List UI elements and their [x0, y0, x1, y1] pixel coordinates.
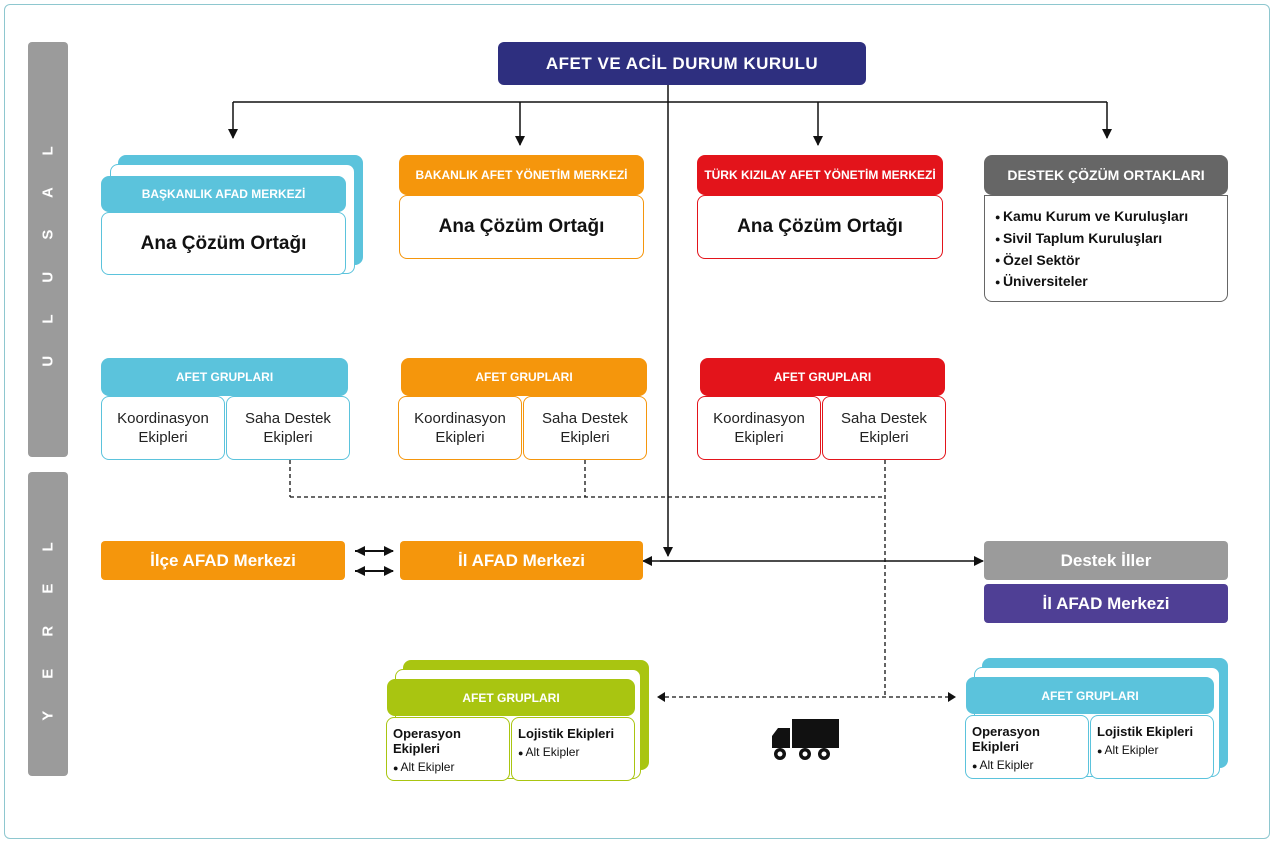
kizilay-body: Ana Çözüm Ortağı [697, 195, 943, 259]
baskanlik-header: BAŞKANLIK AFAD MERKEZİ [101, 176, 346, 212]
il-afad-destek-box: İl AFAD Merkezi [984, 584, 1228, 623]
saha-destek-cell-3: Saha Destek Ekipleri [822, 396, 946, 460]
koordinasyon-cell-3: Koordinasyon Ekipleri [697, 396, 821, 460]
afet-gruplari-header-2: AFET GRUPLARI [401, 358, 647, 396]
destek-ortaklari-body: Kamu Kurum ve Kuruluşları Sivil Taplum K… [984, 195, 1228, 302]
saha-destek-cell-1: Saha Destek Ekipleri [226, 396, 350, 460]
koordinasyon-cell-2: Koordinasyon Ekipleri [398, 396, 522, 460]
field-group-header-1: AFET GRUPLARI [387, 679, 635, 716]
destek-iller-box: Destek İller [984, 541, 1228, 580]
diagram-frame [4, 4, 1270, 839]
operasyon-cell-2: Operasyon Ekipleri Alt Ekipler [965, 715, 1089, 779]
side-label-yerel: Y E R E L [28, 472, 68, 776]
destek-item: Kamu Kurum ve Kuruluşları [995, 206, 1227, 228]
koordinasyon-cell-1: Koordinasyon Ekipleri [101, 396, 225, 460]
kizilay-header: TÜRK KIZILAY AFET YÖNETİM MERKEZİ [697, 155, 943, 195]
baskanlik-body: Ana Çözüm Ortağı [101, 212, 346, 275]
afet-gruplari-header-1: AFET GRUPLARI [101, 358, 348, 396]
afet-gruplari-header-3: AFET GRUPLARI [700, 358, 945, 396]
destek-item: Üniversiteler [995, 271, 1227, 293]
lojistik-cell-1: Lojistik Ekipleri Alt Ekipler [511, 717, 635, 781]
ilce-afad-box: İlçe AFAD Merkezi [101, 541, 345, 580]
side-label-ulusal: U L U S A L [28, 42, 68, 457]
truck-icon [772, 719, 839, 760]
il-afad-box: İl AFAD Merkezi [400, 541, 643, 580]
bakanlik-body: Ana Çözüm Ortağı [399, 195, 644, 259]
destek-ortaklari-header: DESTEK ÇÖZÜM ORTAKLARI [984, 155, 1228, 195]
destek-item: Sivil Taplum Kuruluşları [995, 228, 1227, 250]
operasyon-cell-1: Operasyon Ekipleri Alt Ekipler [386, 717, 510, 781]
field-group-header-2: AFET GRUPLARI [966, 677, 1214, 714]
bakanlik-header: BAKANLIK AFET YÖNETİM MERKEZİ [399, 155, 644, 195]
destek-item: Özel Sektör [995, 250, 1227, 272]
council-title-box: AFET VE ACİL DURUM KURULU [498, 42, 866, 85]
lojistik-cell-2: Lojistik Ekipleri Alt Ekipler [1090, 715, 1214, 779]
saha-destek-cell-2: Saha Destek Ekipleri [523, 396, 647, 460]
